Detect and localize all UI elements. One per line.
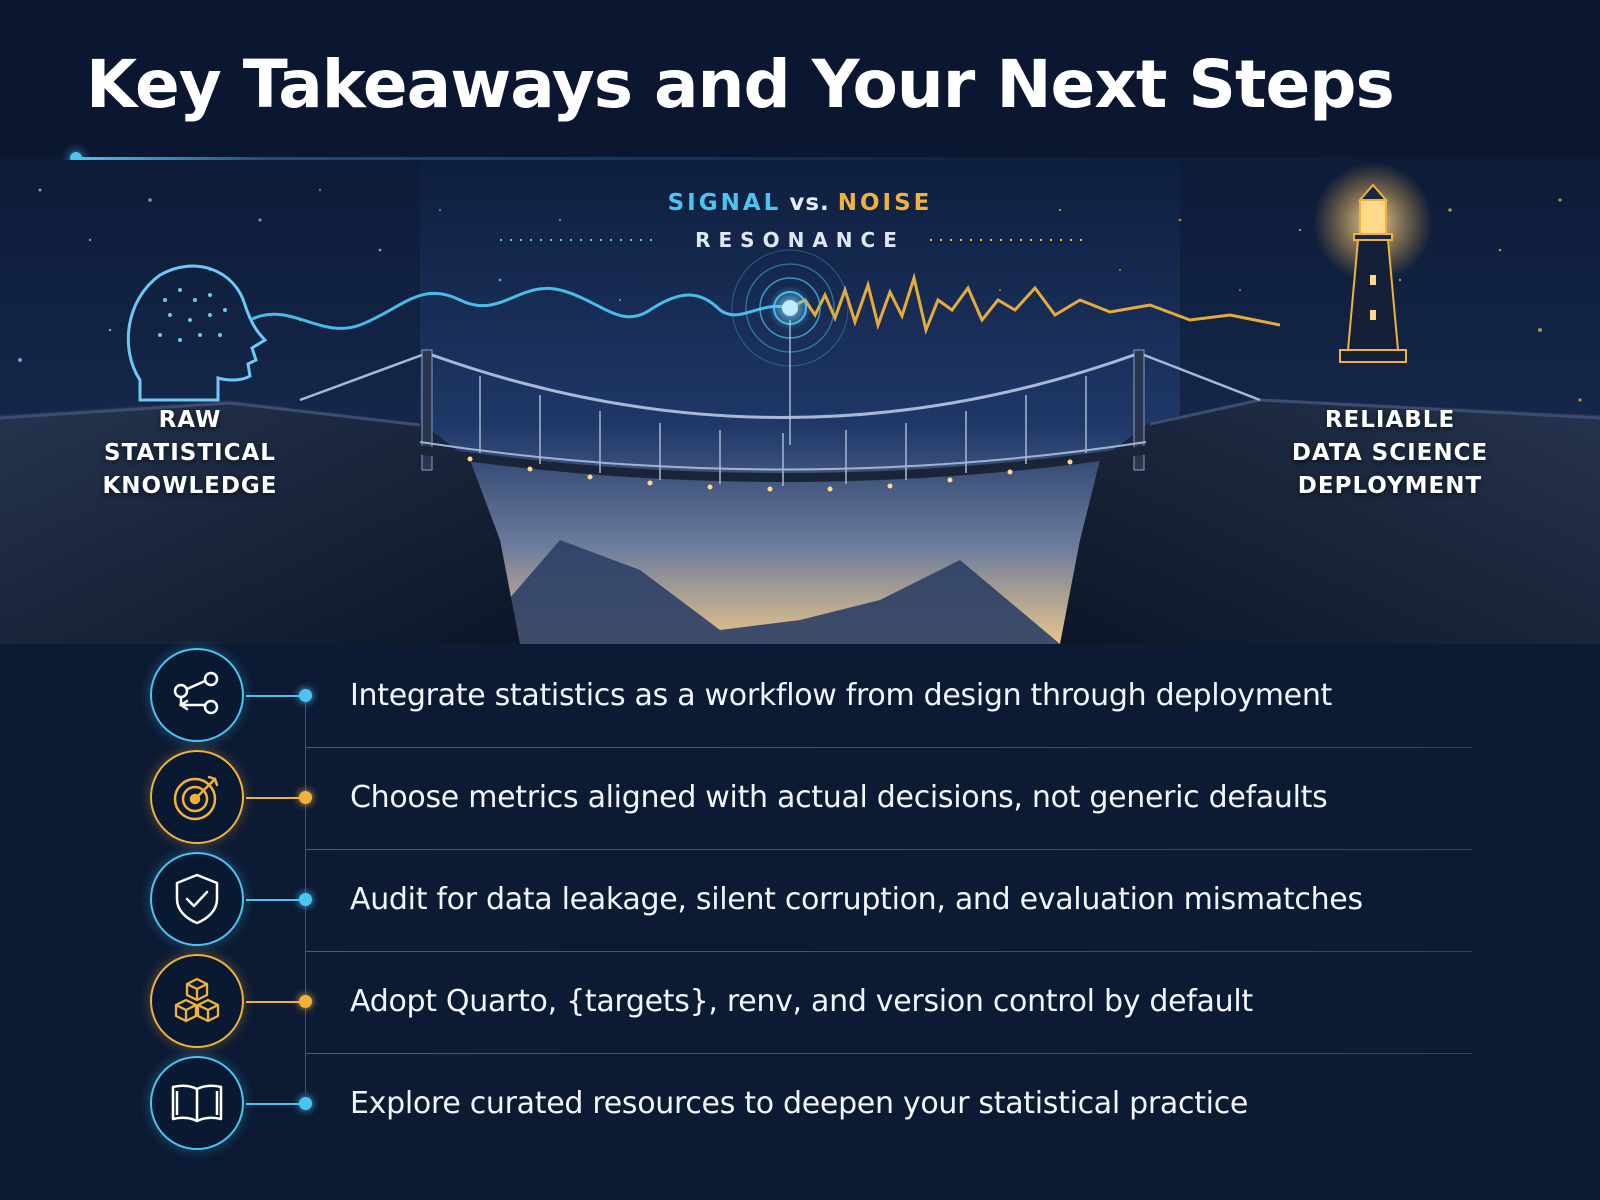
workflow-icon (150, 648, 244, 742)
row-connector (246, 695, 300, 697)
row-separator (306, 1053, 1472, 1054)
resonance-core (782, 300, 798, 316)
takeaway-row-workflow: Integrate statistics as a workflow from … (0, 646, 1600, 748)
right-label-line: DEPLOYMENT (1297, 473, 1483, 499)
bridge-scene (0, 160, 1600, 644)
left-cliff (0, 400, 520, 644)
noise-word: NOISE (837, 190, 933, 216)
takeaway-list: Integrate statistics as a workflow from … (0, 644, 1600, 1200)
takeaway-text: Audit for data leakage, silent corruptio… (350, 882, 1363, 917)
hero-illustration: SIGNAL vs. NOISE RESONANCE RAW STATISTICAL… (0, 160, 1600, 644)
takeaway-row-tooling: Adopt Quarto, {targets}, renv, and versi… (0, 952, 1600, 1054)
row-separator (306, 849, 1472, 850)
left-label-line: KNOWLEDGE (102, 473, 278, 499)
bridge-tower-left (421, 349, 433, 471)
takeaway-row-metrics: Choose metrics aligned with actual decis… (0, 748, 1600, 850)
left-label-raw-knowledge: RAW STATISTICAL KNOWLEDGE (100, 404, 280, 503)
takeaway-row-resources: Explore curated resources to deepen your… (0, 1054, 1600, 1156)
right-cliff (1060, 398, 1600, 644)
row-dot (299, 791, 312, 804)
title-underline (76, 157, 1600, 160)
left-label-line: STATISTICAL (104, 440, 276, 466)
row-separator (306, 951, 1472, 952)
bridge-tower-right (1133, 349, 1145, 471)
header-band (0, 0, 1600, 158)
takeaway-text: Adopt Quarto, {targets}, renv, and versi… (350, 984, 1253, 1019)
bridge-cable-left (299, 353, 423, 402)
row-connector (246, 899, 300, 901)
signal-vs-noise-heading: SIGNAL vs. NOISE (600, 190, 1000, 216)
head-icon (126, 264, 268, 402)
page-title: Key Takeaways and Your Next Steps (86, 46, 1395, 123)
row-dot (299, 689, 312, 702)
right-label-line: RELIABLE (1324, 407, 1456, 433)
row-dot (299, 1097, 312, 1110)
takeaway-row-audit: Audit for data leakage, silent corruptio… (0, 850, 1600, 952)
book-icon (150, 1056, 244, 1150)
takeaway-text: Integrate statistics as a workflow from … (350, 678, 1333, 713)
noise-wave (789, 272, 1281, 336)
bridge-cable (431, 353, 1135, 419)
bridge-hangers (479, 376, 1087, 486)
bridge-lights (467, 456, 1073, 492)
right-label-deployment: RELIABLE DATA SCIENCE DEPLOYMENT (1270, 404, 1510, 503)
mountains (470, 540, 1060, 644)
takeaway-text: Explore curated resources to deepen your… (350, 1086, 1249, 1121)
takeaway-text: Choose metrics aligned with actual decis… (350, 780, 1328, 815)
row-connector (246, 797, 300, 799)
resonance-label: RESONANCE (695, 228, 905, 252)
cubes-icon (150, 954, 244, 1048)
vs-word: vs. (789, 190, 830, 216)
left-label-line: RAW (158, 407, 222, 433)
bridge-cable-right (1143, 353, 1261, 402)
target-icon (150, 750, 244, 844)
signal-word: SIGNAL (667, 190, 782, 216)
row-dot (299, 893, 312, 906)
row-dot (299, 995, 312, 1008)
left-cliff-ridge (0, 401, 421, 427)
right-label-line: DATA SCIENCE (1291, 440, 1489, 466)
head-neurons (158, 288, 227, 342)
row-separator (306, 747, 1472, 748)
shield-check-icon (150, 852, 244, 946)
row-connector (246, 1001, 300, 1003)
signal-wave (249, 286, 791, 330)
row-connector (246, 1103, 300, 1105)
lighthouse-icon (1313, 162, 1433, 363)
